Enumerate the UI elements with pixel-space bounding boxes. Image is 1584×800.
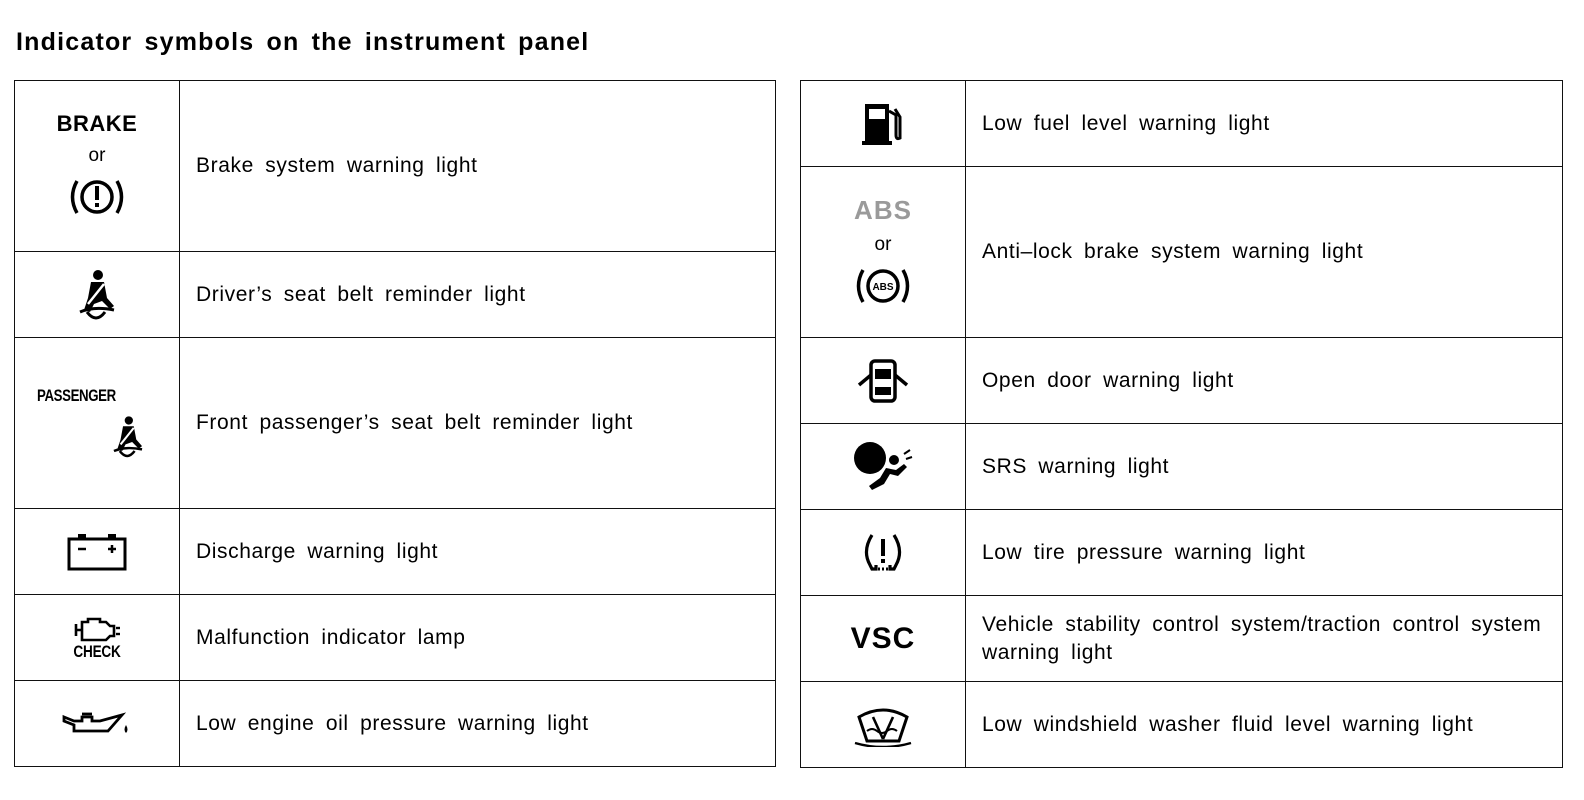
- symbol-cell: ABS or ABS: [800, 166, 966, 338]
- symbol-cell: [800, 681, 966, 768]
- vsc-icon: VSC: [850, 621, 916, 655]
- battery-icon: [67, 533, 127, 570]
- description-cell: Low tire pressure warning light: [965, 509, 1563, 596]
- table-row: PASSENGER Front passenger’s seat belt re…: [14, 337, 776, 509]
- symbol-cell: [14, 680, 180, 767]
- table-row: Discharge warning light: [14, 508, 776, 595]
- fuel-pump-icon: [862, 103, 902, 145]
- symbol-cell: VSC: [800, 595, 966, 682]
- symbol-cell: PASSENGER: [14, 337, 180, 509]
- brake-text-symbol: BRAKE: [56, 111, 138, 136]
- table-row: CHECK Malfunction indicator lamp: [14, 594, 776, 681]
- table-row: Low tire pressure warning light: [800, 509, 1563, 596]
- passenger-text-symbol: PASSENGER: [37, 386, 116, 405]
- tire-pressure-icon: [864, 533, 902, 571]
- description-cell: Low engine oil pressure warning light: [179, 680, 776, 767]
- table-row: BRAKE or Brake system warning light: [14, 80, 776, 252]
- description-cell: Open door warning light: [965, 337, 1563, 424]
- check-text-symbol: CHECK: [73, 641, 121, 661]
- symbol-cell: [800, 80, 966, 167]
- check-engine-icon: [74, 617, 120, 641]
- description-cell: Brake system warning light: [179, 80, 776, 252]
- table-row: Low engine oil pressure warning light: [14, 680, 776, 767]
- brake-warning-icon: [70, 180, 124, 214]
- symbol-cell: [800, 337, 966, 424]
- table-row: Driver’s seat belt reminder light: [14, 251, 776, 338]
- passenger-seat-belt-icon: [113, 416, 143, 458]
- indicator-table-right: Low fuel level warning light ABS or ABS …: [800, 80, 1563, 768]
- description-cell: Malfunction indicator lamp: [179, 594, 776, 681]
- description-cell: Discharge warning light: [179, 508, 776, 595]
- table-row: ABS or ABS Anti–lock brake system warnin…: [800, 166, 1563, 338]
- description-cell: Low fuel level warning light: [965, 80, 1563, 167]
- page-title: Indicator symbols on the instrument pane…: [16, 28, 590, 56]
- symbol-cell: [14, 508, 180, 595]
- washer-fluid-icon: [854, 708, 912, 747]
- or-text: or: [874, 233, 892, 255]
- open-door-icon: [857, 358, 909, 403]
- description-cell: SRS warning light: [965, 423, 1563, 510]
- description-cell: Anti–lock brake system warning light: [965, 166, 1563, 338]
- airbag-icon: [854, 441, 913, 490]
- abs-icon: ABS: [856, 268, 910, 303]
- symbol-cell: [800, 423, 966, 510]
- table-row: Low fuel level warning light: [800, 80, 1563, 167]
- seat-belt-icon: [79, 269, 115, 319]
- symbol-cell: [800, 509, 966, 596]
- description-cell: Vehicle stability control system/tractio…: [965, 595, 1563, 682]
- table-row: Open door warning light: [800, 337, 1563, 424]
- indicator-table-left: BRAKE or Brake system warning light Driv…: [14, 80, 776, 767]
- symbol-cell: BRAKE or: [14, 80, 180, 252]
- description-cell: Driver’s seat belt reminder light: [179, 251, 776, 338]
- description-cell: Low windshield washer fluid level warnin…: [965, 681, 1563, 768]
- abs-text-symbol: ABS: [854, 194, 912, 225]
- description-cell: Front passenger’s seat belt reminder lig…: [179, 337, 776, 509]
- table-row: Low windshield washer fluid level warnin…: [800, 681, 1563, 768]
- table-row: SRS warning light: [800, 423, 1563, 510]
- abs-inner-text: ABS: [872, 282, 893, 293]
- or-text: or: [88, 145, 106, 166]
- symbol-cell: CHECK: [14, 594, 180, 681]
- symbol-cell: [14, 251, 180, 338]
- oil-can-icon: [62, 711, 128, 733]
- table-row: VSC Vehicle stability control system/tra…: [800, 595, 1563, 682]
